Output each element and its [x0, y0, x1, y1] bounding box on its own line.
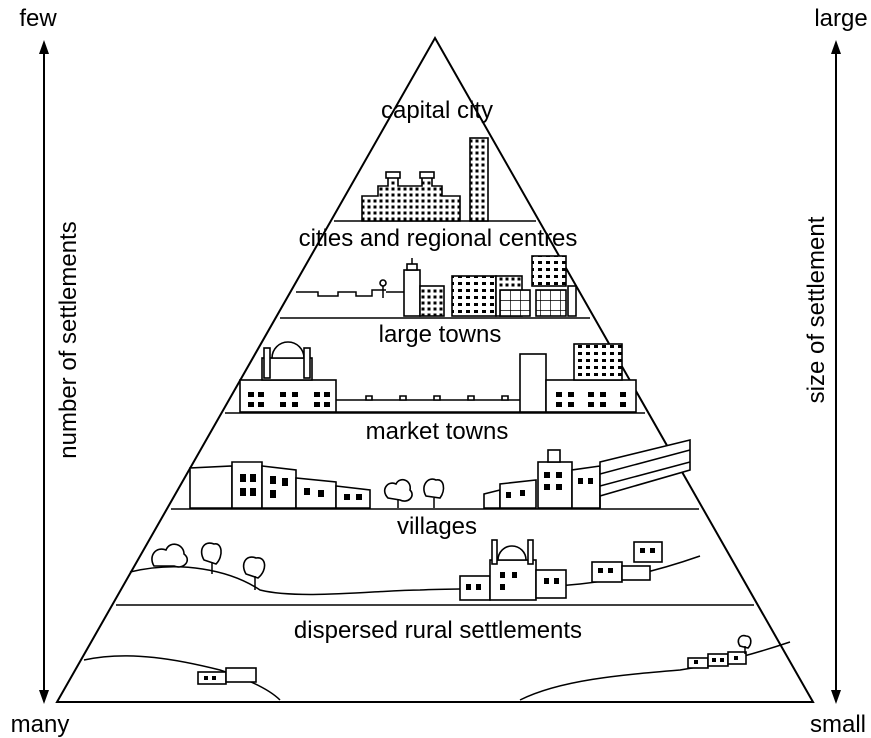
tier-label-villages: villages [397, 513, 477, 540]
tier-label-cities-regional-centres: cities and regional centres [299, 225, 578, 252]
left-axis-arrow [39, 40, 49, 704]
villages-scene [129, 539, 701, 601]
market-towns-scene [189, 438, 691, 509]
tier-label-market-towns: market towns [366, 418, 509, 445]
right-axis-arrow [831, 40, 841, 704]
large-towns-scene [239, 341, 637, 413]
cities-skyline [296, 255, 577, 317]
tier-label-capital-city: capital city [381, 97, 493, 124]
left-axis-top-label: few [19, 5, 57, 32]
right-axis-bottom-label: small [810, 711, 866, 738]
tier-label-large-towns: large towns [379, 321, 502, 348]
tier-label-dispersed-rural-settlements: dispersed rural settlements [294, 617, 582, 644]
left-axis-bottom-label: many [11, 711, 70, 738]
dispersed-rural-scene [83, 634, 791, 701]
right-axis-top-label: large [814, 5, 867, 32]
capital-city-skyline [361, 137, 489, 222]
pyramid-outline [55, 35, 815, 703]
right-axis-title: size of settlement [803, 216, 830, 403]
left-axis-title: number of settlements [55, 221, 82, 458]
